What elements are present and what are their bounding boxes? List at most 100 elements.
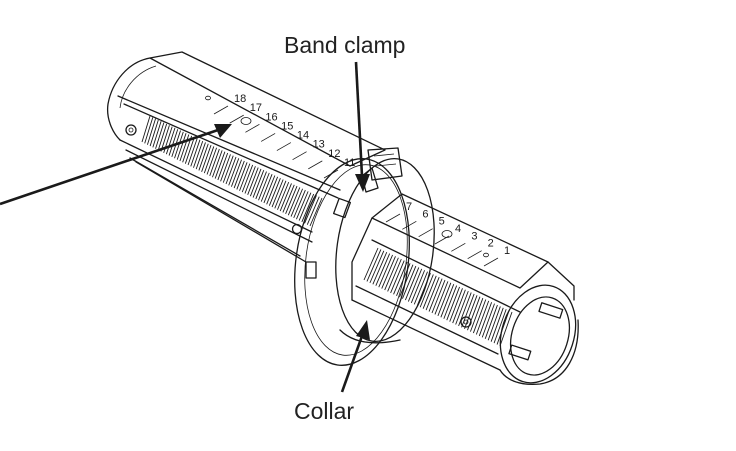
rear-serration-tooth	[228, 158, 240, 186]
rear-serration-tooth	[293, 189, 306, 219]
front-screw-hole-center	[463, 319, 469, 325]
callout-arrows	[0, 61, 370, 393]
rear-serration-tooth	[144, 117, 154, 144]
collar-tab-left	[305, 261, 317, 279]
scale-tick	[308, 160, 323, 170]
rear-serration-tooth	[209, 148, 220, 177]
front-serration-tooth	[413, 271, 428, 305]
front-serration-tooth	[449, 288, 463, 322]
rear-serration-tooth	[155, 122, 165, 149]
rear-serration-tooth	[266, 176, 279, 205]
front-serration-tooth	[484, 304, 498, 339]
front-serration-tooth	[422, 275, 437, 309]
rear-serration-tooth	[201, 144, 212, 172]
collar-label: Collar	[294, 398, 355, 424]
rear-serration-tooth	[225, 156, 237, 185]
front-serration-tooth	[478, 302, 493, 337]
front-serration-tooth	[390, 260, 405, 294]
band-clamp-arrow-line	[354, 61, 364, 177]
scale-tick	[483, 257, 499, 267]
rear-tube-groove-top	[117, 95, 341, 191]
front-serration-tooth	[470, 297, 484, 332]
rear-serration-tooth	[203, 146, 215, 174]
scale-tick	[451, 242, 466, 252]
rear-serration-tooth	[230, 159, 242, 187]
front-serration-tooth	[375, 253, 391, 286]
rear-serration-tooth	[279, 183, 292, 212]
front-tube-notch-top	[538, 302, 564, 319]
front-serration-tooth	[434, 281, 449, 315]
scale-tick	[213, 105, 229, 115]
rear-serration-tooth	[282, 184, 295, 213]
front-serration-tooth	[396, 263, 411, 296]
rear-serration-tooth	[141, 115, 151, 143]
scale-label: 7	[406, 201, 412, 213]
scale-label: 17	[250, 102, 262, 114]
rear-serration-tooth	[247, 167, 259, 196]
front-tube-notch-bottom	[508, 344, 532, 361]
front-serration-tooth	[443, 285, 458, 319]
front-top-slot	[441, 230, 453, 238]
rear-serration-tooth	[298, 192, 312, 221]
front-serration-tooth	[363, 247, 379, 281]
scale-label: 5	[439, 216, 445, 228]
rear-serration-tooth	[195, 142, 206, 170]
front-tube-end-rim	[499, 319, 579, 386]
front-serration-tooth	[496, 310, 510, 345]
rear-serration-tooth	[174, 131, 184, 159]
front-serration-tooth	[428, 278, 443, 312]
rear-serration-tooth	[179, 134, 190, 162]
rear-tube-underside	[135, 161, 307, 263]
scale-tick	[229, 114, 244, 124]
rear-tube-groove-bottom	[119, 139, 313, 233]
band-clamp-arrow-head	[355, 174, 370, 192]
rear-serration-tooth	[214, 151, 226, 179]
rear-tube-end-inner	[119, 65, 157, 109]
front-top-hole	[483, 252, 489, 258]
rear-tube-end-cap	[106, 57, 151, 141]
rear-screw-hole-center	[128, 127, 134, 133]
front-tube-serrations	[363, 247, 513, 347]
front-serration-tooth	[393, 261, 408, 295]
front-serration-tooth	[472, 299, 487, 334]
rear-serration-tooth	[309, 197, 323, 227]
rear-serration-tooth	[187, 138, 198, 166]
band-clamp-bracket-detail	[373, 153, 397, 167]
scale-tick	[276, 142, 292, 151]
collar-tab-top	[332, 197, 352, 219]
rear-serration-tooth	[271, 179, 284, 208]
rear-serration-tooth	[168, 129, 179, 156]
front-serration-tooth	[372, 251, 388, 285]
rear-tube-serrations	[141, 115, 323, 227]
front-serration-tooth	[387, 258, 402, 292]
front-serration-tooth	[446, 286, 460, 321]
front-serration-tooth	[369, 250, 385, 284]
band-clamp-bracket	[367, 147, 403, 181]
rear-serration-tooth	[184, 137, 195, 164]
scale-label: 16	[265, 111, 277, 123]
rear-serration-tooth	[241, 164, 254, 193]
scale-tick	[402, 220, 417, 230]
front-serration-tooth	[366, 249, 382, 282]
rear-serration-tooth	[290, 188, 303, 217]
front-serration-tooth	[431, 279, 446, 314]
scale-label: 15	[281, 120, 293, 132]
front-tube-bottom-edge	[351, 299, 501, 371]
rear-serration-tooth	[222, 155, 234, 183]
front-tube-right-top	[547, 261, 575, 301]
front-serration-tooth	[425, 277, 440, 311]
left-arrow-line	[0, 128, 219, 206]
front-serration-tooth	[419, 274, 434, 308]
front-tube-opening	[499, 284, 577, 384]
rear-serration-tooth	[301, 193, 315, 223]
rear-serration-tooth	[277, 181, 290, 210]
front-serration-tooth	[490, 307, 504, 342]
rear-serration-tooth	[165, 127, 176, 155]
collar-lower-lip	[339, 329, 401, 344]
scale-label: 2	[488, 238, 494, 250]
rear-serration-tooth	[258, 172, 270, 201]
rear-serration-tooth	[157, 123, 168, 151]
rear-serration-tooth	[217, 152, 229, 181]
